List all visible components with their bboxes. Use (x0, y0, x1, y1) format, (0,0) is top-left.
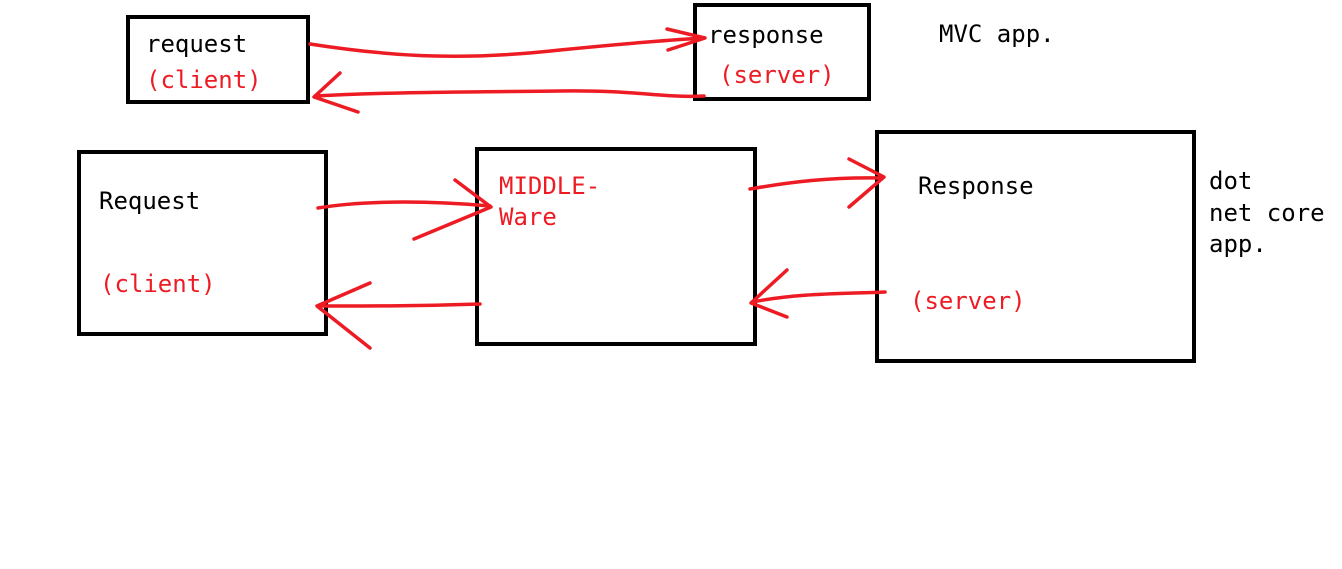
mvc-app-title: MVC app. (939, 20, 1055, 48)
mvc-server-label: (server) (719, 61, 835, 89)
core-arrow-response-to-middleware (750, 290, 887, 304)
core-response-box (875, 130, 1196, 363)
core-request-box (77, 150, 328, 336)
mvc-request-box (126, 15, 310, 104)
core-arrow-request-to-middleware (316, 200, 492, 210)
core-app-title-line3: app. (1209, 230, 1267, 258)
core-client-label: (client) (100, 270, 216, 298)
mvc-client-label: (client) (146, 66, 262, 94)
middleware-label-line2: Ware (499, 203, 557, 231)
core-server-label: (server) (910, 287, 1026, 315)
mvc-arrow-to-client (313, 89, 706, 99)
core-app-title-line2: net core (1209, 199, 1325, 227)
middleware-label-line1: MIDDLE- (499, 172, 601, 200)
mvc-arrow-to-client-head (312, 71, 360, 114)
mvc-response-label: response (708, 21, 824, 49)
core-request-label: Request (99, 187, 201, 215)
mvc-request-label: request (146, 30, 248, 58)
core-arrow-middleware-to-response (748, 176, 884, 191)
core-response-label: Response (918, 172, 1034, 200)
core-arrow-middleware-to-request (316, 302, 482, 308)
middleware-box (475, 147, 757, 346)
mvc-arrow-to-server (308, 36, 706, 58)
core-app-title-line1: dot (1209, 167, 1253, 195)
